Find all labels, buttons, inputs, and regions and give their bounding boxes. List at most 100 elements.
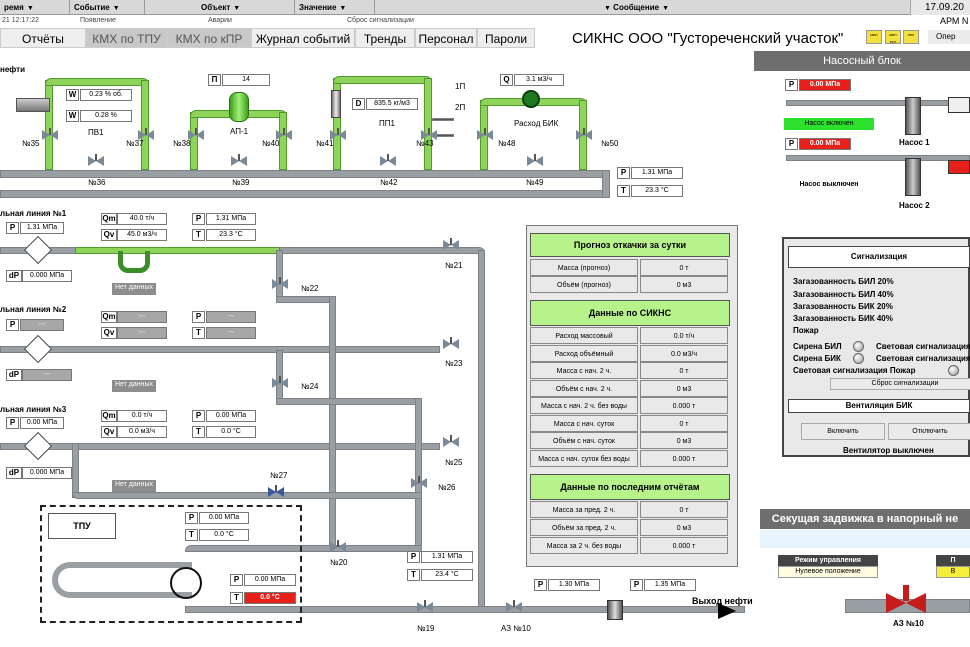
vent-status: Вентилятор выключен (843, 446, 934, 455)
valve-27-label: №27 (270, 471, 288, 480)
gate-mode-value[interactable]: Нулевое положение (778, 566, 878, 578)
valve-24-label: №24 (301, 382, 319, 391)
col-time[interactable]: ремя▼ (0, 0, 70, 15)
tab-event-log[interactable]: Журнал событий (251, 28, 355, 48)
valve-50-icon[interactable] (576, 128, 592, 142)
valve-26-icon[interactable] (411, 476, 427, 490)
gate-mode-label: Режим управления (778, 555, 878, 566)
outlet-pc: 1.35 МПа (644, 579, 696, 591)
tab-kmh-tpu[interactable]: КМХ по ТПУ (86, 28, 167, 48)
pipe-20-h (185, 545, 422, 552)
valve-41-icon[interactable] (330, 128, 346, 142)
line1-nodata: Нет данных (112, 283, 156, 295)
q-tag: Q (500, 74, 513, 86)
valve-37-icon[interactable] (138, 128, 154, 142)
outlet-arrow-icon (718, 603, 736, 619)
bik-flow-label: Расход БИК (514, 119, 559, 128)
valve-48-icon[interactable] (477, 128, 493, 142)
sikns-label: Масса с нач. суток без воды (530, 450, 638, 467)
col-event[interactable]: Событие▼ (70, 0, 145, 15)
line1-meter-icon (118, 251, 150, 273)
event-object: Аварии (208, 17, 232, 24)
tab-passwords[interactable]: Пароли (477, 28, 535, 48)
line1-p-tag: P (6, 222, 19, 234)
reset-alarm-button[interactable]: Сброс сигнализации (830, 378, 970, 390)
valve-20-icon[interactable] (330, 540, 346, 554)
reports-value: 0 т (640, 501, 728, 518)
line2-dp: --- (22, 369, 72, 381)
vent-title: Вентиляция БИК (788, 399, 970, 413)
density-value: 835.5 кг/м3 (366, 98, 418, 110)
vent-on-button[interactable]: Включить (801, 423, 885, 440)
tab-reports[interactable]: Отчёты (0, 28, 86, 48)
valve-49-label: №49 (526, 178, 544, 187)
tab-trends[interactable]: Тренды (355, 28, 415, 48)
w2-value: 0.28 % (80, 110, 132, 122)
valve-42-icon[interactable] (380, 154, 396, 168)
line1-qv: 45.0 м3/ч (117, 229, 167, 241)
right-collector-pipe (478, 250, 485, 610)
valve-22-icon[interactable] (272, 277, 288, 291)
alarm-item: Загазованность БИК 20% (793, 302, 893, 311)
valve-36-icon[interactable] (88, 154, 104, 168)
valve-43-label: №43 (416, 139, 434, 148)
vent-off-button[interactable]: Отключить (888, 423, 970, 440)
main-pipe (0, 170, 610, 178)
tab-kmh-kpr[interactable]: КМХ по кПР (167, 28, 251, 48)
line1-pressure: 1.31 МПа (20, 222, 64, 234)
line1-dp-tag: dP (6, 270, 22, 282)
valve-38-label: №38 (173, 139, 191, 148)
line2-dp-tag: dP (6, 369, 22, 381)
gate-p-value[interactable]: В (936, 566, 970, 578)
sikns-value: 0.000 т (640, 397, 728, 414)
pipe-27-h (72, 492, 422, 499)
col-value[interactable]: Значение▼ (295, 0, 375, 15)
valve-25-icon[interactable] (443, 435, 459, 449)
siren-bik-label: Сирена БИК (793, 354, 841, 363)
pump1-icon[interactable] (905, 97, 921, 135)
line3-p-tag: P (6, 417, 19, 429)
valve-21-label: №21 (445, 261, 463, 270)
valve-21-icon[interactable] (443, 238, 459, 252)
line3-dp-tag: dP (6, 467, 22, 479)
valve-24-icon[interactable] (272, 376, 288, 390)
valve-43-icon[interactable] (421, 128, 437, 142)
tpu-frame (40, 505, 302, 623)
valve-19-icon[interactable] (417, 600, 433, 614)
gate-valve-icon[interactable] (886, 585, 926, 615)
line2-qv: --- (117, 327, 167, 339)
line1-green-pipe (75, 247, 280, 254)
tab-personnel[interactable]: Персонал (415, 28, 477, 48)
valve-38-icon[interactable] (188, 128, 204, 142)
pv1-loop (45, 78, 149, 86)
pv1-down (141, 80, 149, 170)
pump1-label: Насос 1 (899, 138, 930, 147)
forecast-label: Масса (прогноз) (530, 259, 638, 276)
outlet-pipe (185, 606, 745, 613)
alarm-panel (782, 237, 970, 457)
valve-41-label: №41 (316, 139, 334, 148)
tpu-p2-tag: P (230, 574, 243, 586)
sikns-label: Объём с нач. суток (530, 432, 638, 449)
valve-az10-icon[interactable] (506, 600, 522, 614)
pump2-icon[interactable] (905, 158, 921, 196)
valve-27-icon[interactable] (268, 485, 284, 499)
line1-t2: 23.3 °С (206, 229, 256, 241)
col-object[interactable]: Объект▼ (145, 0, 295, 15)
line2-filter-icon (23, 334, 53, 364)
pipe-24-v (415, 398, 422, 548)
col-message[interactable]: ▼ Сообщение▼ (604, 3, 669, 12)
valve-39-icon[interactable] (231, 154, 247, 168)
sikns-value: 0 т (640, 415, 728, 432)
valve-49-icon[interactable] (527, 154, 543, 168)
event-row[interactable]: 21 12:17:22 Появление Аварии Сброс сигна… (0, 15, 910, 27)
sikns-label: Расход объёмный (530, 345, 638, 362)
siren-bil-lamp-icon (853, 341, 864, 352)
pipe-22-h (276, 296, 336, 303)
valve-40-icon[interactable] (276, 128, 292, 142)
valve-35-icon[interactable] (42, 128, 58, 142)
operator-label[interactable]: Опер (928, 30, 970, 44)
line3-p2-tag: P (192, 410, 205, 422)
pump1-p-tag: P (785, 79, 798, 91)
valve-23-icon[interactable] (443, 337, 459, 351)
